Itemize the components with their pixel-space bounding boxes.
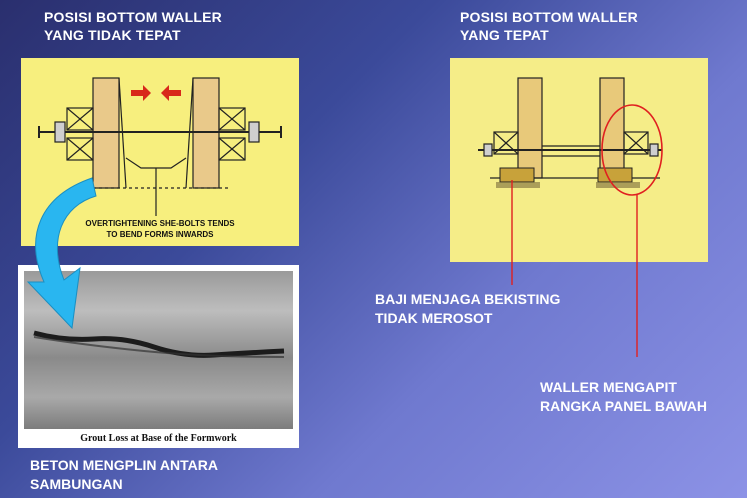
concrete-surface-image xyxy=(24,271,293,429)
correct-waller-drawing xyxy=(478,77,662,188)
grout-loss-photo: Grout Loss at Base of the Formwork xyxy=(18,265,299,448)
diagram-caption-line-1: OVERTIGHTENING SHE-BOLTS TENDS xyxy=(85,219,235,228)
photo-caption: Grout Loss at Base of the Formwork xyxy=(80,433,237,444)
correct-waller-diagram xyxy=(450,58,708,262)
incorrect-waller-diagram: OVERTIGHTENING SHE-BOLTS TENDS TO BEND F… xyxy=(21,58,299,246)
right-title: POSISI BOTTOM WALLER YANG TEPAT xyxy=(460,9,638,43)
waller-note: WALLER MENGAPIT RANGKA PANEL BAWAH xyxy=(540,379,707,414)
left-title: POSISI BOTTOM WALLER YANG TIDAK TEPAT xyxy=(44,9,222,43)
concrete-note: BETON MENGPLIN ANTARA SAMBUNGAN xyxy=(30,457,218,492)
diagram-caption-line-2: TO BEND FORMS INWARDS xyxy=(107,230,215,239)
incorrect-waller-drawing: OVERTIGHTENING SHE-BOLTS TENDS TO BEND F… xyxy=(38,77,282,239)
wedge-note: BAJI MENJAGA BEKISTING TIDAK MEROSOT xyxy=(375,291,561,326)
